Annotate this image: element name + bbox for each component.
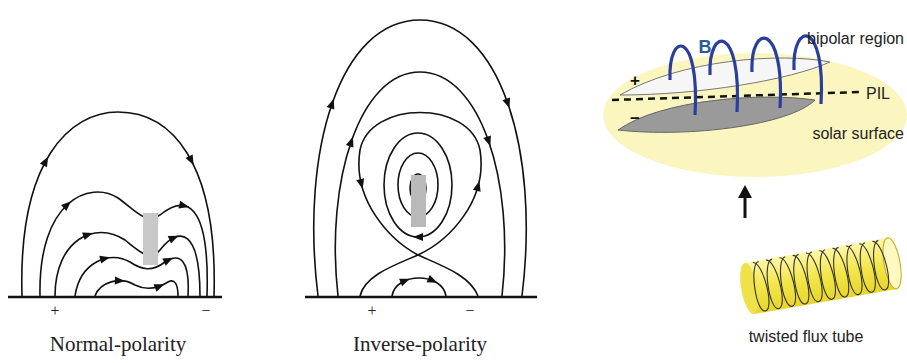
annotation-label: solar surface <box>812 125 904 143</box>
arrow-head <box>115 277 125 285</box>
arrow-head <box>186 154 198 167</box>
arrow-head <box>40 155 52 168</box>
arrow-head <box>327 98 338 110</box>
arrow-head <box>399 275 411 286</box>
arrow-head <box>356 178 366 190</box>
inverse-field-lines <box>305 20 537 297</box>
annotation-label: + <box>630 72 640 91</box>
normal-field-lines <box>8 112 222 297</box>
arrow-head <box>178 201 190 211</box>
arrow-head <box>99 253 111 263</box>
arrow-head <box>346 135 357 147</box>
field-arcs <box>670 36 822 115</box>
arrow-head <box>502 98 513 110</box>
twisted-flux-tube <box>737 236 905 315</box>
annotation-label: twisted flux tube <box>749 328 864 346</box>
arrow-head <box>168 232 180 243</box>
arrow-head <box>82 229 94 240</box>
arrow-head <box>61 198 74 211</box>
emergence-arrow-head <box>738 185 752 198</box>
annotation-label: B <box>699 38 712 58</box>
bipolar-region <box>603 53 907 177</box>
arrow-head <box>483 135 494 147</box>
negative-polarity <box>618 97 815 132</box>
arrow-head <box>427 275 439 286</box>
annotation-label: − <box>465 302 474 320</box>
panel-caption: Normal-polarity <box>50 333 186 356</box>
arrow-head <box>473 180 483 192</box>
panel-caption: Inverse-polarity <box>353 333 487 356</box>
prominence <box>411 175 426 227</box>
annotation-label: bipolar region <box>807 30 904 48</box>
annotation-label: − <box>201 302 210 320</box>
helix-winding <box>870 240 891 291</box>
emergence-arrow <box>744 196 747 218</box>
positive-polarity <box>620 58 830 95</box>
annotation-label: PIL <box>866 85 890 103</box>
annotation-label: − <box>630 110 640 129</box>
annotation-label: + <box>50 302 59 320</box>
arrow-head <box>162 254 174 265</box>
prominence <box>143 213 158 265</box>
annotation-label: + <box>367 302 376 320</box>
arrow-head <box>154 281 166 292</box>
arrow-head <box>413 233 423 241</box>
